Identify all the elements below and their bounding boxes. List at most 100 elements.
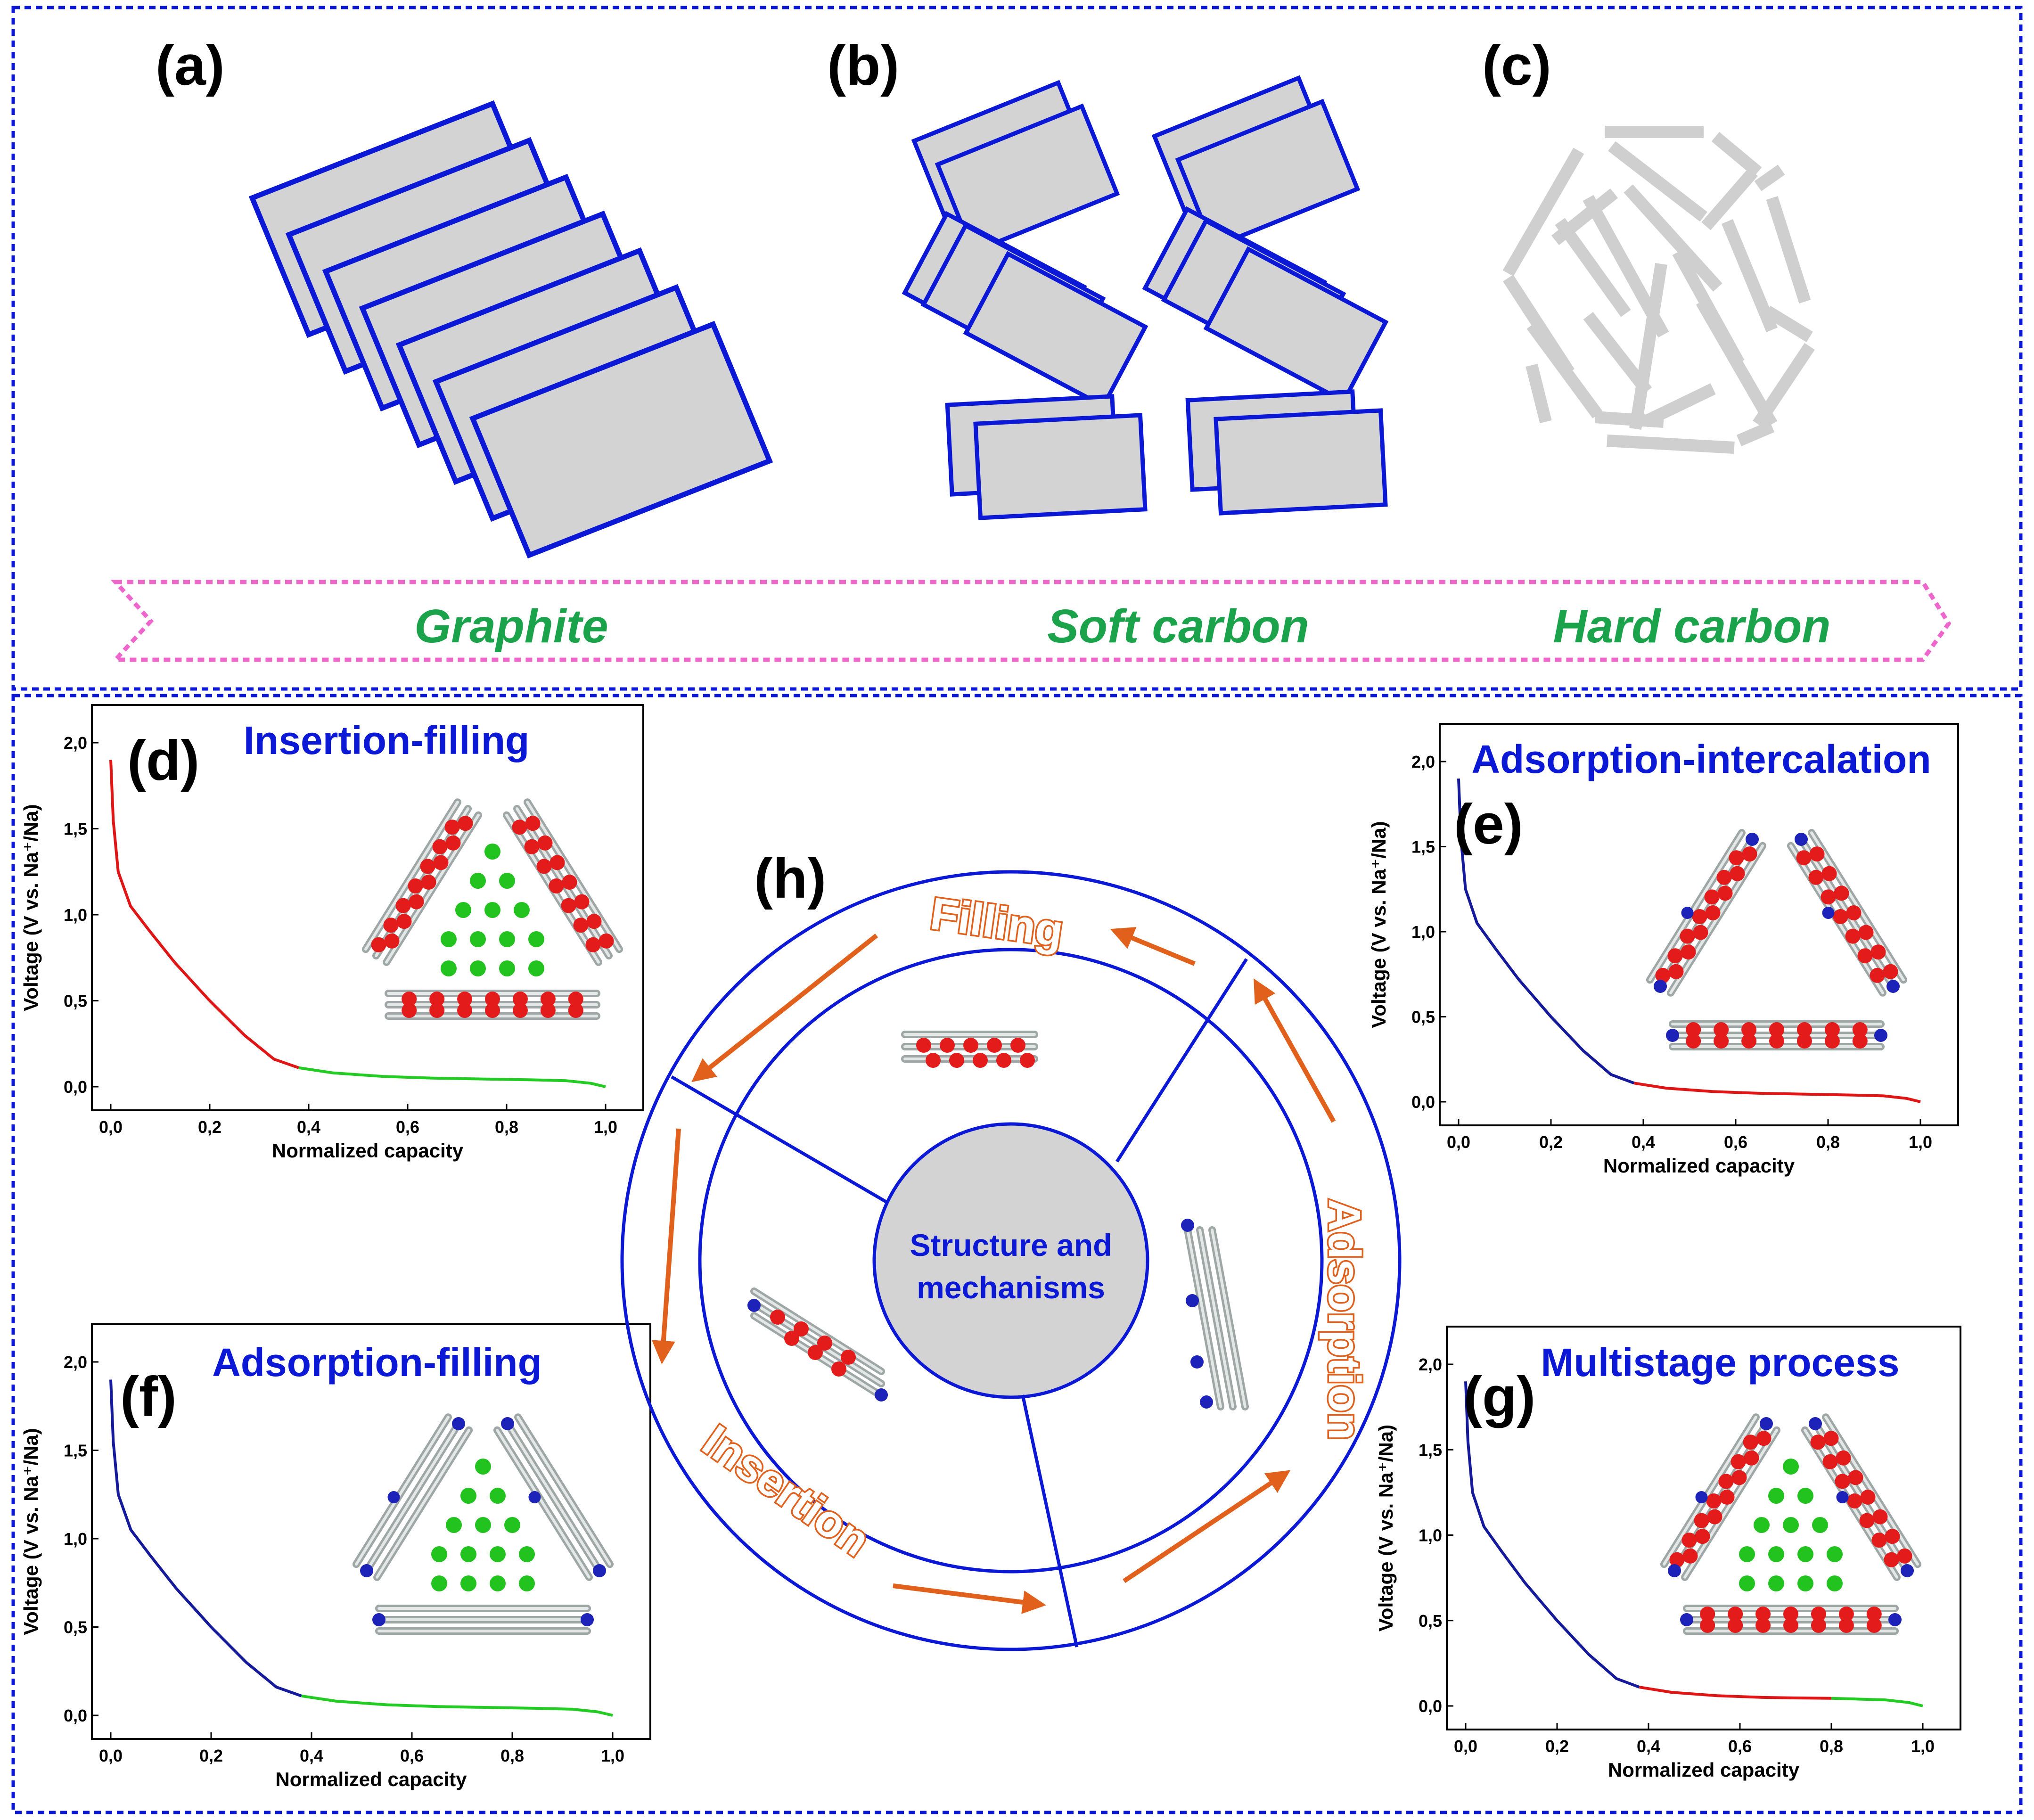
sodium-ion [499,931,515,947]
sodium-ion [512,992,528,1007]
sodium-ion [1680,1613,1693,1626]
sodium-ion [550,855,565,870]
sodium-ion [585,937,601,952]
sodium-ion [1686,1022,1701,1037]
sodium-ion [875,1388,888,1402]
sodium-ion [973,1053,988,1068]
graphite-sheet [469,320,773,559]
sodium-ion [1768,1488,1784,1504]
sodium-ion [485,992,500,1007]
x-tick-label: 0,4 [1632,1132,1655,1152]
sodium-ion [1695,1491,1708,1503]
sodium-ion [987,1038,1002,1053]
sodium-ion [1847,1493,1862,1508]
outer-ring [620,870,1402,1651]
sodium-ion [490,1488,506,1504]
arrow-left [651,1128,681,1364]
series-line-red [1633,1082,1921,1103]
sodium-ion [1768,1575,1784,1591]
sodium-ion [1667,948,1683,964]
sodium-ion [1872,1509,1888,1525]
soft-carbon-illustration [902,75,1389,520]
x-axis-label: Normalized capacity [1603,1155,1795,1177]
sodium-ion [1857,948,1873,964]
sodium-ion [1731,1470,1747,1485]
sodium-ion [1680,928,1695,944]
sodium-ion [1655,967,1671,983]
sodium-ion [432,839,448,854]
sodium-ion [1681,944,1696,960]
ring-word-filling: Filling [927,888,1066,957]
y-axis-label: Voltage (V vs. Na⁺/Na) [1368,821,1390,1028]
sodium-ion [501,1417,514,1430]
x-tick-label: 0,0 [1454,1737,1477,1756]
panel-letter-h: (h) [754,847,826,910]
sodium-ion [1811,1607,1826,1622]
sodium-ion [1795,833,1808,846]
sodium-ion [540,992,556,1007]
panel-letter-f: (f) [120,1365,177,1428]
graphene-layer-highlight [1211,1229,1247,1408]
sodium-ion [470,931,486,947]
hard-carbon-illustration [1502,126,1815,454]
sodium-ion [519,1575,535,1591]
sodium-ion [1833,909,1848,924]
sodium-ion [441,931,457,947]
panel-letter-c: (c) [1482,34,1551,97]
sodium-ion [1809,1417,1822,1430]
sodium-ion [433,855,449,870]
sodium-ion [1834,885,1849,901]
sodium-ion [1714,1022,1729,1037]
chart-title: Adsorption-filling [212,1340,542,1385]
y-tick-label: 1,0 [1419,1526,1442,1545]
y-tick-label: 0,5 [1419,1611,1442,1631]
sodium-ion [1686,1033,1701,1049]
sodium-ion [420,859,435,874]
y-tick-label: 0,5 [64,992,87,1011]
hard-carbon-segment [1555,218,1631,317]
y-tick-label: 0,0 [1411,1092,1435,1112]
sodium-ion [1860,1490,1876,1505]
x-tick-label: 0,0 [99,1117,123,1137]
top-frame [11,6,2023,691]
series-line-blue [109,1379,302,1697]
series-line-red [1639,1686,1832,1700]
sodium-ion [1821,889,1836,905]
sodium-ion [1884,1552,1899,1567]
sodium-ion [1783,1607,1798,1622]
sodium-ion [1809,846,1825,862]
sodium-ion [1694,1513,1709,1528]
x-tick-label: 0,6 [1728,1737,1752,1756]
sodium-ion [831,1361,846,1377]
material-label-hard-carbon: Hard carbon [1553,600,1830,653]
series-line-green [1831,1697,1923,1707]
sodium-ion [395,898,411,913]
sodium-ion [1797,1488,1813,1504]
x-tick-label: 1,0 [1911,1737,1935,1756]
center-label-line-1: Structure and [910,1228,1112,1263]
hard-carbon-segment [1526,321,1603,418]
sodium-ion [1754,1517,1770,1533]
series-line-blue [1457,778,1635,1085]
sodium-ion [460,1488,476,1504]
sodium-ion [445,835,461,851]
sodium-ion [1838,1607,1854,1622]
sodium-ion [457,1003,473,1018]
sodium-ion [1783,1517,1799,1533]
sodium-ion [926,1053,941,1068]
y-tick-label: 0,0 [64,1706,87,1725]
x-tick-label: 0,2 [1545,1737,1569,1756]
soft-carbon-sheet [973,413,1148,520]
sodium-ion [1783,1618,1798,1633]
y-tick-label: 1,5 [1411,837,1435,857]
sodium-ion [384,933,400,949]
sodium-ion [1741,1022,1757,1037]
x-tick-label: 0,4 [297,1117,320,1137]
sodium-ion [1654,980,1667,993]
graphene-layer-highlight [364,801,459,951]
sodium-ion [1870,967,1885,983]
x-axis-label: Normalized capacity [275,1768,467,1790]
panel-letter-b: (b) [827,34,899,97]
arrow-right [1254,978,1336,1123]
y-tick-label: 1,0 [1411,922,1435,942]
